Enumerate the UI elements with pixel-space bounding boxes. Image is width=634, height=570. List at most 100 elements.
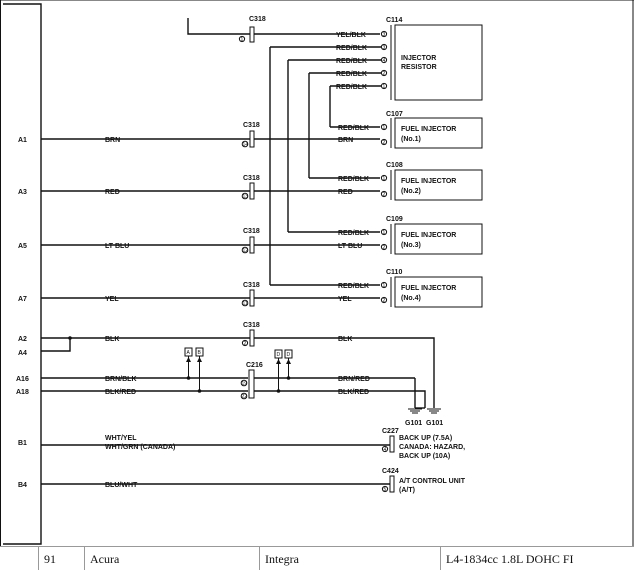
wire-label-blk-out: BLK [338, 336, 352, 343]
wire-label-lt-blu-out: LT BLU [338, 243, 362, 250]
fuel-injector-2-label-2: (No.2) [401, 188, 421, 195]
fuel-injector-3-label-2: (No.3) [401, 242, 421, 249]
c424-pin: 5 [384, 487, 387, 493]
footer-engine: L4-1834cc 1.8L DOHC FI [446, 552, 574, 566]
c318-top-pin: 1 [241, 37, 244, 43]
injector-resistor-label-2: RESISTOR [401, 64, 437, 71]
fuel-injector-3-label-1: FUEL INJECTOR [401, 232, 456, 239]
c227-connector [389, 435, 395, 453]
footer-model: Integra [265, 552, 299, 566]
c318-a2-pin: 2 [244, 341, 247, 347]
c108-label: C108 [386, 162, 403, 169]
c318-a5-label: C318 [243, 228, 260, 235]
svg-text:1: 1 [383, 84, 386, 90]
c318-a5-pin: 12 [243, 248, 249, 254]
at-control-unit-label-1: A/T CONTROL UNIT [399, 478, 466, 485]
wire-label-yel-out: YEL [338, 296, 352, 303]
c318-a1-connector [249, 130, 255, 148]
c424-connector [389, 475, 395, 493]
splice-a2-a4 [68, 336, 72, 340]
wire-label-blk: BLK [105, 336, 119, 343]
splice-d-1: D [274, 349, 283, 393]
splice-d-2: D [284, 349, 293, 380]
c227-label: C227 [382, 428, 399, 435]
ecm-pin-a16: A16 [16, 376, 29, 383]
ecm-pin-b4: B4 [18, 482, 27, 489]
c318-top-connector [249, 26, 255, 43]
c318-a7-connector [249, 289, 255, 307]
wire-label-red-blk-4: RED/BLK [336, 84, 367, 91]
c107-label: C107 [386, 111, 403, 118]
at-control-unit-label-2: (A/T) [399, 487, 415, 494]
c318-top-label: C318 [249, 16, 266, 23]
wire-label-red: RED [105, 189, 120, 196]
ground-symbol-1 [408, 407, 425, 414]
svg-text:3: 3 [383, 32, 386, 38]
c109-pin-2: 2 [383, 245, 386, 251]
wire-a4-blk [41, 338, 71, 352]
wire-label-yel-blk: YEL/BLK [336, 32, 366, 39]
ground-label-1: G101 [405, 420, 422, 427]
fuel-injector-4-label-2: (No.4) [401, 295, 421, 302]
splice-a: A [184, 347, 193, 380]
fuel-injector-2-box [394, 169, 483, 201]
wire-blk-red-ground [372, 390, 426, 408]
ecm-pin-a18: A18 [16, 389, 29, 396]
injector-resistor-label-1: INJECTOR [401, 55, 436, 62]
c424-label: C424 [382, 468, 399, 475]
c216-label: C216 [246, 362, 263, 369]
svg-text:D: D [277, 352, 281, 358]
c318-a1-pin: 14 [243, 142, 249, 148]
wire-label-red-out: RED [338, 189, 353, 196]
ecm-pin-a5: A5 [18, 243, 27, 250]
wire-label-inj2-red-blk: RED/BLK [338, 176, 369, 183]
c216-pin-19: 19 [242, 381, 248, 387]
wire-label-red-blk-1: RED/BLK [336, 45, 367, 52]
c108-pin-2: 2 [383, 192, 386, 198]
c114-label: C114 [386, 17, 402, 24]
wiring-diagram: A1 A3 A5 A7 A2 A4 A16 A18 B1 B4 C318 1 Y… [0, 0, 634, 546]
wire-label-wht-yel: WHT/YEL [105, 435, 137, 442]
ground-symbol-2 [427, 408, 441, 414]
ground-label-2: G101 [426, 420, 443, 427]
back-up-label-1: BACK UP (7.5A) [399, 435, 452, 442]
ecm-pin-a3: A3 [18, 189, 27, 196]
c318-a3-label: C318 [243, 175, 260, 182]
c109-label: C109 [386, 216, 403, 223]
fuel-injector-3-box [394, 223, 483, 255]
fuel-injector-4-label-1: FUEL INJECTOR [401, 285, 456, 292]
c318-a3-connector [249, 182, 255, 200]
c110-label: C110 [386, 269, 402, 276]
page-footer: 91 Acura Integra L4-1834cc 1.8L DOHC FI [0, 546, 634, 570]
c216-pin-22: 22 [242, 394, 248, 400]
wire-label-red-blk-3: RED/BLK [336, 71, 367, 78]
ecm-pin-b1: B1 [18, 440, 27, 447]
c114-pins: 3 3 4 2 1 [380, 30, 388, 90]
injector-resistor-box [394, 24, 483, 101]
ecm-pin-a7: A7 [18, 296, 27, 303]
wire-label-red-blk-2: RED/BLK [336, 58, 367, 65]
wire-label-blu-wht: BLU/WHT [105, 482, 138, 489]
wire-feed-top [187, 18, 250, 35]
c318-a2-label: C318 [243, 322, 260, 329]
fuel-injector-2-label-1: FUEL INJECTOR [401, 178, 456, 185]
fuel-injector-1-label-1: FUEL INJECTOR [401, 126, 456, 133]
c318-a5-connector [249, 236, 255, 254]
wire-label-inj3-red-blk: RED/BLK [338, 230, 369, 237]
svg-text:4: 4 [383, 58, 386, 64]
c318-a2-connector [249, 329, 255, 347]
wire-label-brn: BRN [105, 137, 120, 144]
wire-label-yel: YEL [105, 296, 119, 303]
fuel-injector-1-box [394, 117, 483, 149]
wire-label-blk-red: BLK/RED [105, 389, 136, 396]
ecm-block [3, 3, 42, 545]
c227-pin: 4 [384, 447, 387, 453]
wire-label-inj1-red-blk: RED/BLK [338, 125, 369, 132]
footer-make: Acura [90, 552, 120, 566]
svg-text:B: B [198, 350, 202, 356]
svg-text:2: 2 [383, 71, 386, 77]
svg-text:A: A [187, 350, 191, 356]
wire-label-lt-blu: LT BLU [105, 243, 129, 250]
splice-b: B [195, 347, 204, 393]
c109-pin-1: 1 [383, 230, 386, 236]
